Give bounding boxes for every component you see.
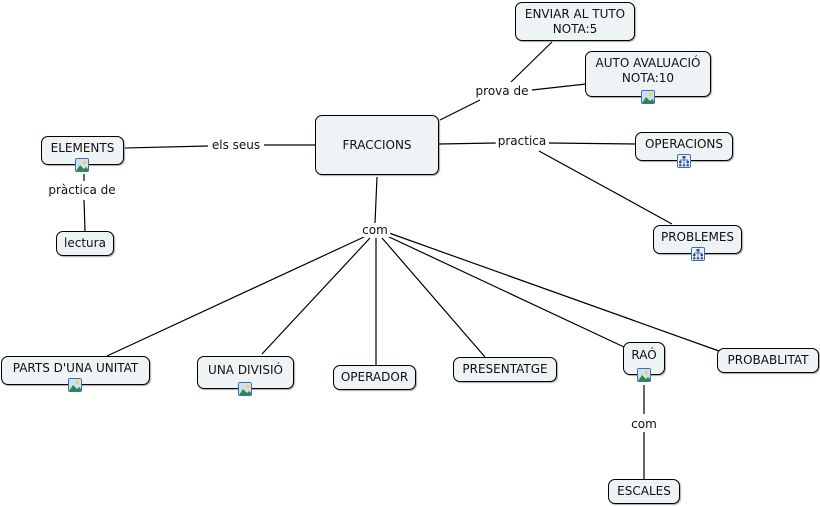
concept-escales[interactable]: ESCALES <box>608 479 680 504</box>
linking-phrase-prova-de: prova de <box>473 84 531 98</box>
concept-label: lectura <box>64 236 106 250</box>
concept-fraccions[interactable]: FRACCIONS <box>315 115 439 175</box>
linking-phrase-els-seus: els seus <box>209 138 263 152</box>
link-fraccions-com <box>374 176 378 224</box>
link-prova-de-auto <box>531 83 587 91</box>
concept-label: ENVIAR AL TUTO NOTA:5 <box>524 6 626 36</box>
link-practica-problemes <box>538 150 673 225</box>
image-icon[interactable] <box>238 382 252 396</box>
linking-phrase-com-escales: com <box>629 417 659 431</box>
concept-operacions[interactable]: OPERACIONS <box>635 132 733 161</box>
linking-phrase-com: com <box>360 223 390 237</box>
concept-presentatge[interactable]: PRESENTATGE <box>453 357 557 382</box>
link-com-presentatge <box>381 237 486 358</box>
concept-label: ELEMENTS <box>50 141 115 155</box>
concept-probablitat[interactable]: PROBABLITAT <box>717 348 819 373</box>
link-com-parts <box>106 236 365 357</box>
image-icon[interactable] <box>75 158 89 172</box>
link-practica-operacions <box>548 142 637 145</box>
image-icon[interactable] <box>637 368 651 382</box>
link-com-probablitat <box>388 232 720 352</box>
link-com-rao <box>386 235 625 348</box>
concept-label: PRESENTATGE <box>462 362 548 376</box>
concept-label: PROBABLITAT <box>727 353 809 367</box>
cmap-link-icon[interactable] <box>691 247 705 261</box>
concept-label: OPERADOR <box>340 370 409 384</box>
concept-label: PROBLEMES <box>660 230 735 244</box>
concept-label: AUTO AVALUACIÓ NOTA:10 <box>595 56 701 85</box>
link-practica-de-lectura <box>83 199 86 232</box>
link-com-divisio <box>261 237 371 355</box>
concept-label: PARTS D'UNA UNITAT <box>12 361 139 375</box>
concept-label: ESCALES <box>617 484 671 498</box>
link-prova-de-enviar <box>510 41 553 83</box>
image-icon[interactable] <box>641 90 655 104</box>
link-els-seus-elements <box>124 145 209 149</box>
concept-label: RAÓ <box>631 348 657 362</box>
concept-enviar-al-tuto[interactable]: ENVIAR AL TUTO NOTA:5 <box>515 2 635 41</box>
concept-lectura[interactable]: lectura <box>56 231 114 256</box>
concept-label: OPERACIONS <box>644 137 724 151</box>
cmap-link-icon[interactable] <box>677 154 691 168</box>
image-icon[interactable] <box>68 378 82 392</box>
linking-phrase-practica-de: pràctica de <box>46 183 118 197</box>
link-fraccions-practica <box>438 142 497 145</box>
concept-operador[interactable]: OPERADOR <box>333 365 416 390</box>
concept-label: FRACCIONS <box>342 137 412 152</box>
concept-label: UNA DIVISIÓ <box>208 363 283 377</box>
link-fraccions-prova-de <box>439 99 481 121</box>
linking-phrase-practica: practica <box>495 134 549 148</box>
